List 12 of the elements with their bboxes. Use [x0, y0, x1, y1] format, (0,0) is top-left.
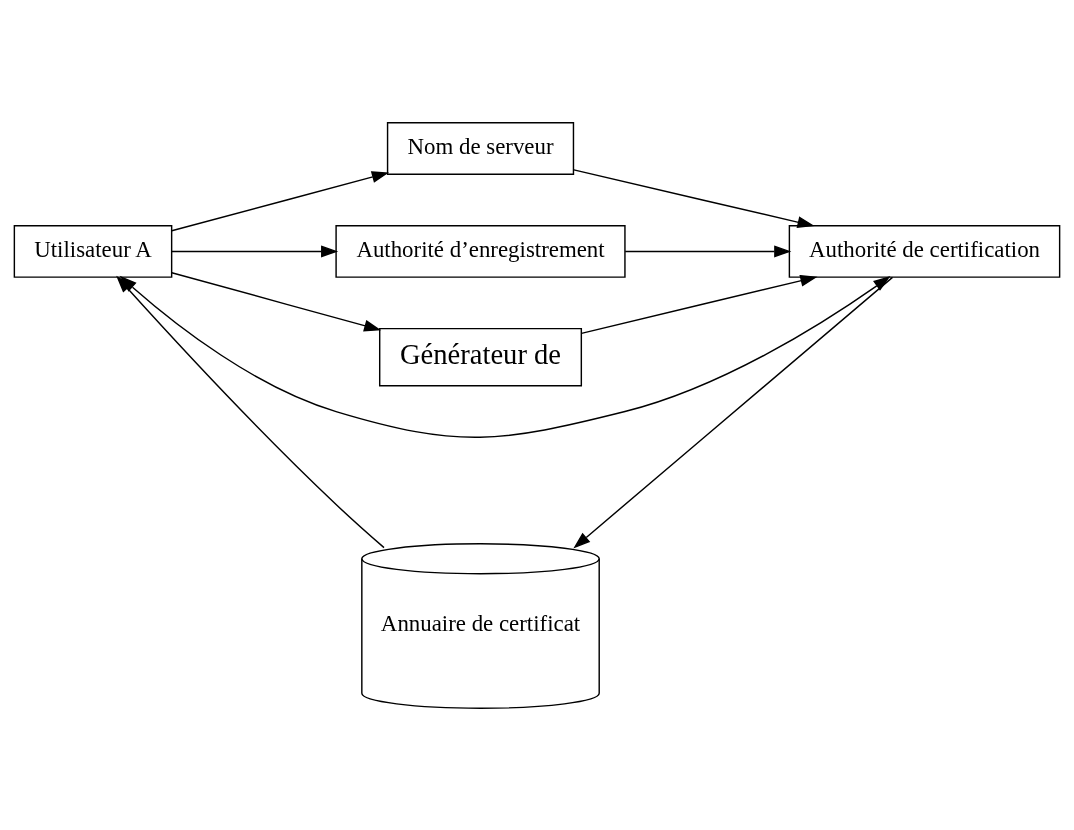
node-box: Authorité d’enregistrement	[335, 224, 626, 278]
arrow	[573, 168, 815, 228]
node-box: Nom de serveur	[386, 121, 575, 175]
arrow	[171, 244, 339, 257]
arrow	[624, 244, 792, 257]
node-box: Authorité de certification	[788, 224, 1061, 278]
arrow	[171, 170, 390, 231]
arrow	[580, 274, 818, 334]
node-box: Utilisateur A	[13, 224, 173, 278]
node-box: Générateur de	[379, 327, 583, 387]
arrow	[573, 276, 894, 548]
arrow	[171, 271, 382, 332]
